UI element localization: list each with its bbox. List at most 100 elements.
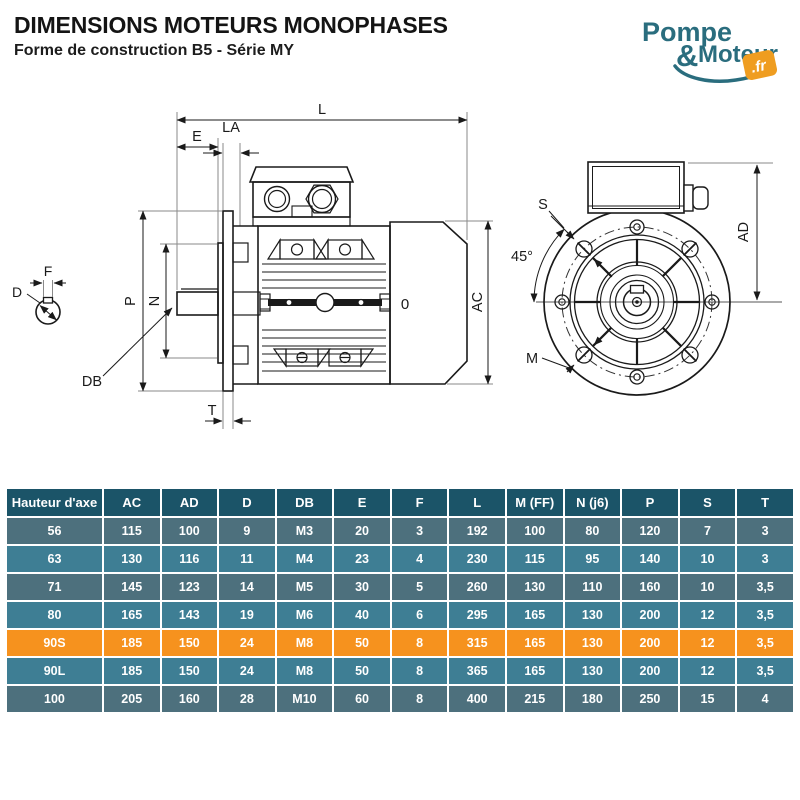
table-cell: 20 [332,516,392,546]
table-cell: 60 [332,684,392,714]
table-cell: 3 [735,516,795,546]
table-cell: 3,5 [735,600,795,630]
dim-label-n: N [147,296,163,306]
column-header-n-j6: N (j6) [562,487,623,518]
table-cell: 7 [677,516,738,546]
table-cell: 150 [159,628,220,658]
shaft-cross-section: F D [12,263,66,325]
table-cell: 165 [504,656,565,686]
table-cell: 11 [217,544,277,574]
table-cell: 3,5 [735,656,795,686]
table-cell: 50 [332,656,392,686]
dim-label-t: T [208,403,217,419]
table-cell: 100 [5,684,104,714]
column-header-d: D [217,487,277,518]
dim-label-f: F [44,263,53,279]
table-cell: 200 [620,628,680,658]
logo-wordmark: Pompe & Moteur .fr [642,17,778,83]
dim-label-la: LA [222,120,240,136]
table-cell: 10 [677,572,738,602]
table-cell: 192 [447,516,507,546]
table-cell: 165 [504,600,565,630]
table-cell: 165 [504,628,565,658]
table-cell: 115 [101,516,162,546]
table-cell: 250 [620,684,680,714]
brand-logo[interactable]: Pompe & Moteur .fr [618,8,798,90]
table-cell: 50 [332,628,392,658]
table-cell: 116 [159,544,220,574]
technical-drawing: F D [12,102,782,429]
table-cell: 15 [677,684,738,714]
column-header-p: P [620,487,680,518]
table-cell: M10 [274,684,335,714]
cable-gland [683,184,694,212]
terminal-box-front [587,161,709,214]
dimension-lines [102,116,492,425]
table-cell: 71 [5,572,104,602]
table-cell: 24 [217,656,277,686]
table-cell: 8 [389,656,450,686]
column-header-t: T [735,487,795,518]
table-cell: 80 [562,516,623,546]
table-cell: 130 [504,572,565,602]
table-cell: 115 [504,544,565,574]
dim-label-db: DB [82,374,102,390]
column-header-hauteur-d-axe: Hauteur d'axe [5,487,104,518]
dim-label-ac: AC [470,292,486,312]
dim-label-45: 45° [511,249,533,265]
table-cell: 9 [217,516,277,546]
table-cell: 100 [159,516,220,546]
table-cell: 6 [389,600,450,630]
terminal-box-side [248,166,355,218]
table-cell: 23 [332,544,392,574]
table-cell: 123 [159,572,220,602]
column-header-m-ff: M (FF) [504,487,565,518]
table-cell: 90L [5,656,104,686]
table-cell: 8 [389,684,450,714]
logo-word1: Pompe [642,17,732,47]
table-cell: 365 [447,656,507,686]
table-cell: 12 [677,600,738,630]
table-cell: 40 [332,600,392,630]
column-header-ac: AC [101,487,162,518]
column-header-l: L [447,487,507,518]
table-cell: 230 [447,544,507,574]
table-cell: 4 [389,544,450,574]
table-cell: 400 [447,684,507,714]
top-bosses [266,237,376,260]
table-cell: 140 [620,544,680,574]
table-cell: 4 [735,684,795,714]
table-cell: 145 [101,572,162,602]
table-cell: 150 [159,656,220,686]
table-cell: 130 [101,544,162,574]
table-cell: M8 [274,656,335,686]
dim-label-s: S [538,197,548,213]
table-cell: 3,5 [735,572,795,602]
table-cell: M8 [274,628,335,658]
table-cell: 56 [5,516,104,546]
table-cell: 12 [677,628,738,658]
table-cell: M6 [274,600,335,630]
table-cell: 315 [447,628,507,658]
dim-label-d: D [12,284,22,300]
front-view-labels: S 45° M AD [511,197,752,367]
table-cell: M5 [274,572,335,602]
table-cell: 130 [562,600,623,630]
table-cell: 90S [5,628,104,658]
table-cell: 100 [504,516,565,546]
table-cell: 12 [677,656,738,686]
table-cell: 200 [620,600,680,630]
table-cell: 165 [101,600,162,630]
table-cell: 143 [159,600,220,630]
flange-screws [575,240,699,364]
page-subtitle: Forme de construction B5 - Série MY [14,42,295,59]
table-cell: 19 [217,600,277,630]
